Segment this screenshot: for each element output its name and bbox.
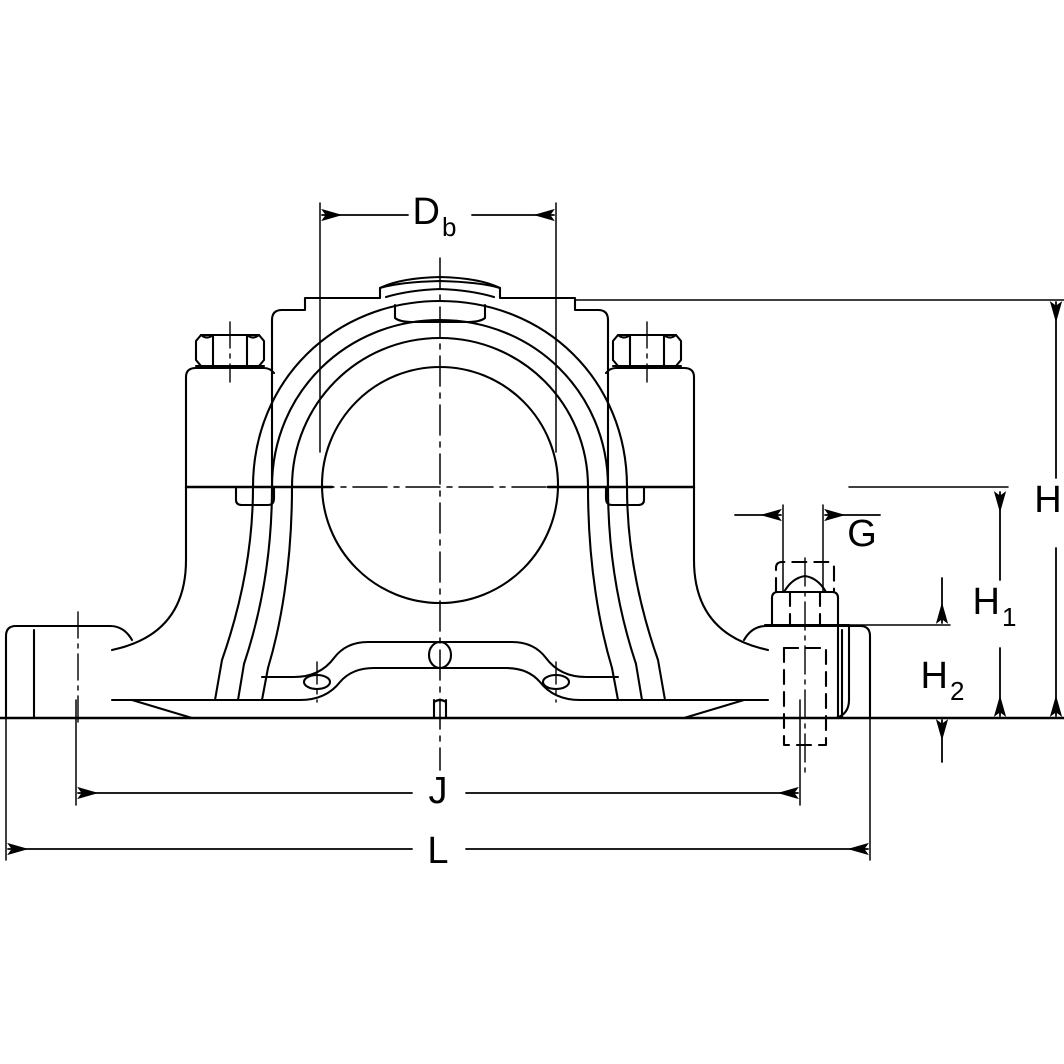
- grease-nipple-cap: [782, 574, 828, 594]
- base-flank-left-inner: [236, 485, 274, 702]
- base-flank-right-outer: [692, 485, 770, 652]
- base-flank-right-mid: [625, 485, 667, 702]
- dimension-label-H2-base: H: [921, 655, 948, 697]
- dimension-label-H1-subscript: 1: [1002, 602, 1016, 632]
- base-foot-left: [4, 624, 112, 720]
- cap-lube-boss-inner: [384, 287, 496, 299]
- grease-nipple-outline: [770, 590, 840, 627]
- dimension-label-G: G: [847, 513, 877, 555]
- bolt-boss-right: [604, 366, 696, 489]
- cap-arch-rib: [290, 336, 590, 489]
- grease-nipple-block-outline: [763, 623, 851, 720]
- dimension-label-H2-subscript: 2: [950, 676, 964, 706]
- base-flank-left-mid: [213, 485, 255, 702]
- cap-arch-inner: [270, 318, 610, 489]
- extension-lines: [5, 202, 1064, 861]
- base-flank-right-inner: [606, 485, 644, 702]
- hex-nut-left: [194, 333, 266, 368]
- bolt-boss-left: [184, 366, 276, 489]
- bearing-bore-circle: [320, 365, 560, 605]
- base-chamfer-right: [682, 698, 746, 720]
- base-foot-right: [764, 624, 872, 720]
- cap-crown-notch: [393, 303, 487, 324]
- base-flank-left-rib: [260, 485, 294, 702]
- dimension-label-Db-base: D: [413, 191, 440, 233]
- dimension-label-Db-subscript: b: [442, 212, 456, 242]
- split-dowel-left: [234, 485, 276, 507]
- dimension-label-H1-base: H: [973, 581, 1000, 623]
- cap-lube-boss: [378, 279, 502, 290]
- base-chamfer-left: [130, 698, 194, 720]
- dimension-label-L: L: [427, 830, 448, 872]
- cap-outer-profile: [270, 275, 610, 489]
- base-center-slot: [432, 698, 448, 720]
- grease-nipple-hidden: [774, 560, 836, 747]
- split-dowel-right: [604, 485, 646, 507]
- base-center-hole: [427, 640, 453, 670]
- cap-arch-outer: [251, 299, 629, 489]
- base-flank-left-outer: [110, 485, 188, 652]
- base-hole-right: [541, 673, 571, 691]
- dimension-lines: [7, 208, 1063, 856]
- base-hole-left: [302, 673, 332, 691]
- hex-nut-right: [611, 333, 683, 368]
- base-flank-right-rib: [586, 485, 620, 702]
- dimension-label-J: J: [429, 770, 448, 812]
- base-foot-left-fillet: [108, 624, 134, 642]
- base-foot-right-fillet: [742, 624, 768, 642]
- dimension-labels: D b G H H 1 H 2 J L: [413, 191, 1062, 872]
- dimension-label-H: H: [1034, 479, 1061, 521]
